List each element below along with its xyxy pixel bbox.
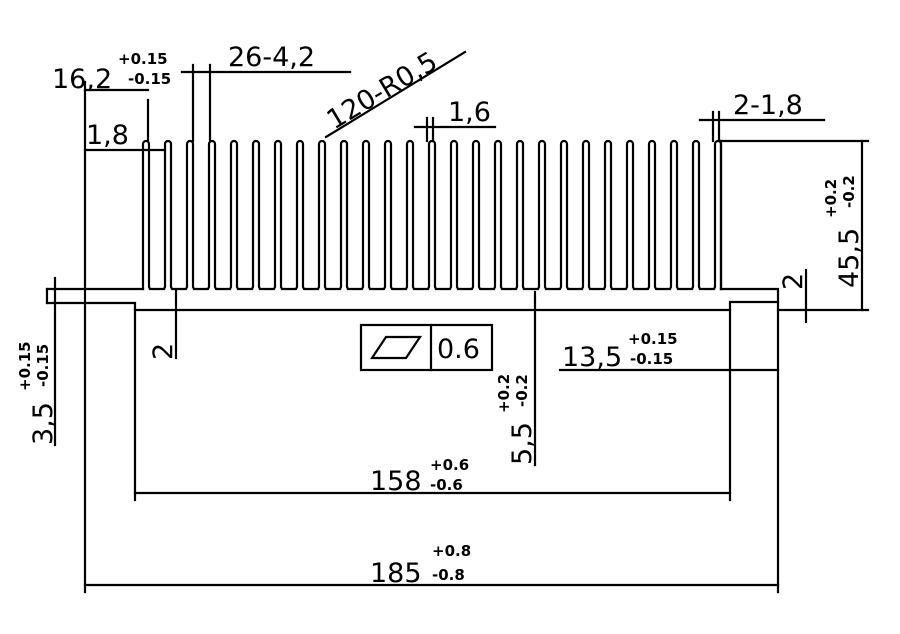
dim-total-width-upper: +0.8 — [432, 542, 471, 560]
extension-lines — [53, 63, 870, 594]
dim-fin-thickness: 1,6 — [448, 97, 491, 128]
dim-left-fin: 1,8 — [86, 120, 129, 151]
dim-groove-depth-lower: -0.2 — [513, 374, 531, 407]
dim-height-value: 45,5 — [834, 228, 865, 288]
dim-inner-width-lower: -0.6 — [430, 476, 463, 494]
dim-groove-depth: 5,5 +0.2 -0.2 — [495, 374, 538, 465]
dim-base-thickness-lower: -0.15 — [34, 344, 52, 387]
dim-width-left-upper: +0.15 — [118, 50, 168, 68]
dim-height-upper: +0.2 — [822, 179, 840, 218]
dim-right-offset-upper: +0.15 — [628, 330, 678, 348]
dim-end-fin: 2-1,8 — [733, 90, 803, 121]
dim-total-width: 185 — [370, 558, 422, 589]
dim-inner-width: 158 — [370, 466, 422, 497]
dim-base-thickness: 3,5 +0.15 -0.15 — [16, 341, 59, 445]
dim-groove-depth-upper: +0.2 — [495, 374, 513, 413]
flatness-icon — [369, 335, 423, 360]
dim-fin-radius: 120-R0,5 — [322, 46, 443, 136]
dim-height: 45,5 +0.2 -0.2 — [822, 175, 865, 288]
flatness-value: 0.6 — [437, 334, 480, 365]
dim-right-offset-lower: -0.15 — [630, 350, 673, 368]
dim-left-step: 2 — [148, 343, 179, 360]
dim-inner-width-upper: +0.6 — [430, 456, 469, 474]
fin-outline — [141, 139, 723, 291]
dim-groove-depth-value: 5,5 — [507, 422, 538, 465]
dim-base-thickness-value: 3,5 — [28, 402, 59, 445]
heatsink-profile — [141, 139, 723, 291]
dim-right-offset: 13,5 — [562, 342, 622, 373]
dim-base-thickness-upper: +0.15 — [16, 341, 34, 391]
flatness-tolerance-frame: 0.6 — [359, 323, 494, 372]
dim-total-width-lower: -0.8 — [432, 566, 465, 584]
dim-right-step: 2 — [778, 273, 809, 290]
dim-width-left-lower: -0.15 — [128, 70, 171, 88]
dim-fin-gap: 26-4,2 — [228, 42, 315, 73]
dim-height-lower: -0.2 — [840, 175, 858, 208]
dimension-lines — [45, 50, 864, 587]
dim-width-left: 16,2 — [52, 64, 112, 95]
base-outline — [45, 139, 780, 312]
